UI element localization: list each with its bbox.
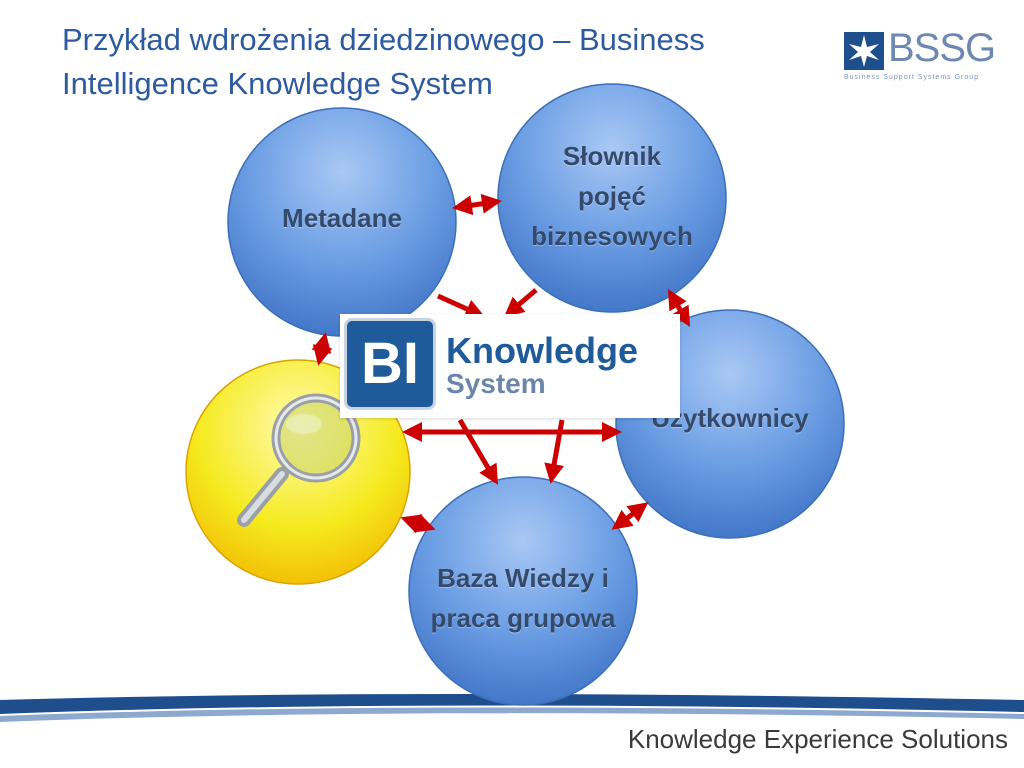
bi-word-knowledge: Knowledge	[446, 330, 639, 371]
label-metadane-line1: Metadane	[282, 203, 402, 233]
footer-tagline: Knowledge Experience Solutions	[627, 724, 1008, 754]
label-metadane: Metadane	[242, 198, 442, 238]
slide-title-line2: Intelligence Knowledge System	[62, 66, 493, 101]
arrow-slownik-center	[503, 288, 538, 318]
arrow-center-baza1	[457, 418, 499, 485]
arrow-metadane-search	[311, 332, 333, 366]
label-baza-line1: Baza Wiedzy i	[437, 563, 609, 593]
bi-word-system: System	[446, 368, 546, 399]
slide-title-line1: Przykład wdrożenia dziedzinowego – Busin…	[62, 22, 705, 57]
arrow-metadane-slownik	[452, 193, 502, 216]
label-baza-line2: praca grupowa	[430, 603, 616, 633]
bssg-logo: BSSG Business Support Systems Group	[844, 26, 1008, 84]
label-slownik-line2: pojęć	[578, 181, 646, 211]
logo-text: BSSG	[888, 26, 996, 70]
bi-knowledge-system-logo: BI Knowledge System	[340, 314, 680, 418]
bi-badge: BI	[344, 318, 436, 410]
arrow-center-baza2	[544, 419, 565, 484]
logo-subtitle: Business Support Systems Group	[844, 74, 980, 81]
arrow-search-baza	[400, 513, 436, 534]
bi-letters: BI	[361, 331, 419, 396]
label-slownik-line3: biznesowych	[531, 221, 693, 251]
slide-title: Przykład wdrożenia dziedzinowego – Busin…	[62, 18, 822, 106]
logo-star-icon	[844, 32, 884, 70]
arrow-slownik-uzytkownicy	[667, 289, 691, 327]
node-baza	[408, 476, 638, 706]
label-slownik: Słownik pojęć biznesowych	[512, 136, 712, 256]
magnifier-icon	[237, 393, 361, 527]
arrow-uzytkownicy-baza	[611, 502, 649, 530]
footer-band-light	[0, 707, 1024, 722]
label-slownik-line1: Słownik	[562, 141, 662, 171]
arrow-metadane-center	[436, 293, 486, 319]
label-baza: Baza Wiedzy i praca grupowa	[412, 558, 634, 638]
